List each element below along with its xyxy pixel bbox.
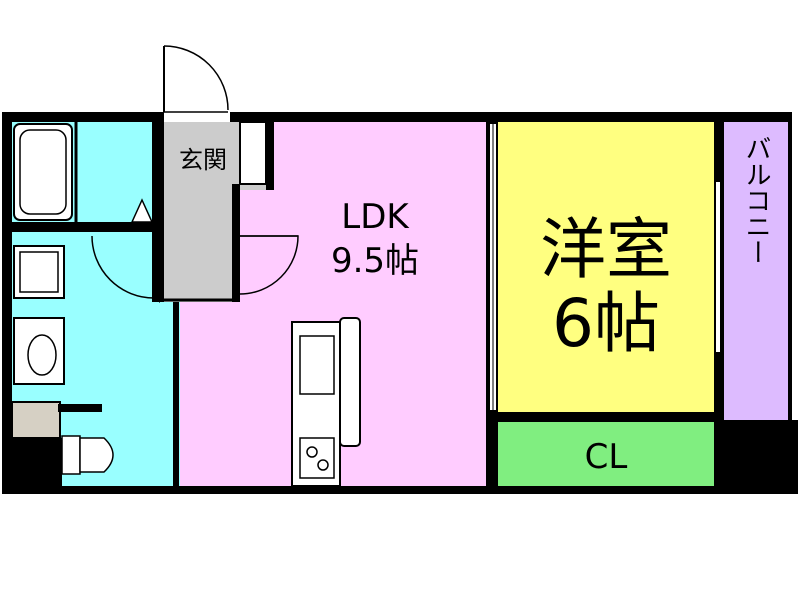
balcony-label: バルコニー [741,135,771,265]
bathtub-inner [19,129,67,215]
entrance-shoe-box-top [239,121,267,185]
entrance-label: 玄関 [179,146,227,174]
washing-machine-pan-inner [19,251,59,293]
balcony-edge [788,112,798,420]
entrance-inner-wall [232,184,240,302]
ldk-upper-mid [240,190,486,302]
entrance-right-wall [266,112,274,190]
closet-label: CL [585,437,628,477]
entrance-door-swing [163,45,229,111]
kitchen-stove [299,437,335,479]
stove-burner-icon [306,446,318,458]
toilet-tank [61,435,81,475]
entrance-door-gap [160,110,230,124]
storage-block [11,401,61,439]
entrance-upper-wall [152,112,164,302]
ldk-upper-right [274,122,486,192]
ldk-size-label: 9.5帖 [331,241,419,281]
washroom-door-swing [91,235,155,299]
ldk-door-swing [239,235,299,295]
wash-basin-bowl [27,334,57,376]
toilet-wall-left [12,438,62,486]
western-room-label: 洋室 [540,211,672,288]
balcony-floor [724,122,788,420]
entrance-floor-top [164,122,232,302]
bath-door-icon [130,198,154,223]
toilet-bowl [79,437,114,473]
western-room-size-label: 6帖 [552,285,660,362]
ldk-label: LDK [341,197,410,237]
western-room-floor [498,122,714,412]
stove-burner-icon [317,459,329,471]
balcony-rail [788,112,792,420]
closet-floor [498,422,714,486]
balcony-window [716,182,720,352]
fridge-space [339,317,361,447]
right-wall-block [720,420,798,494]
toilet-partition [58,404,102,412]
kitchen-sink [299,335,335,395]
